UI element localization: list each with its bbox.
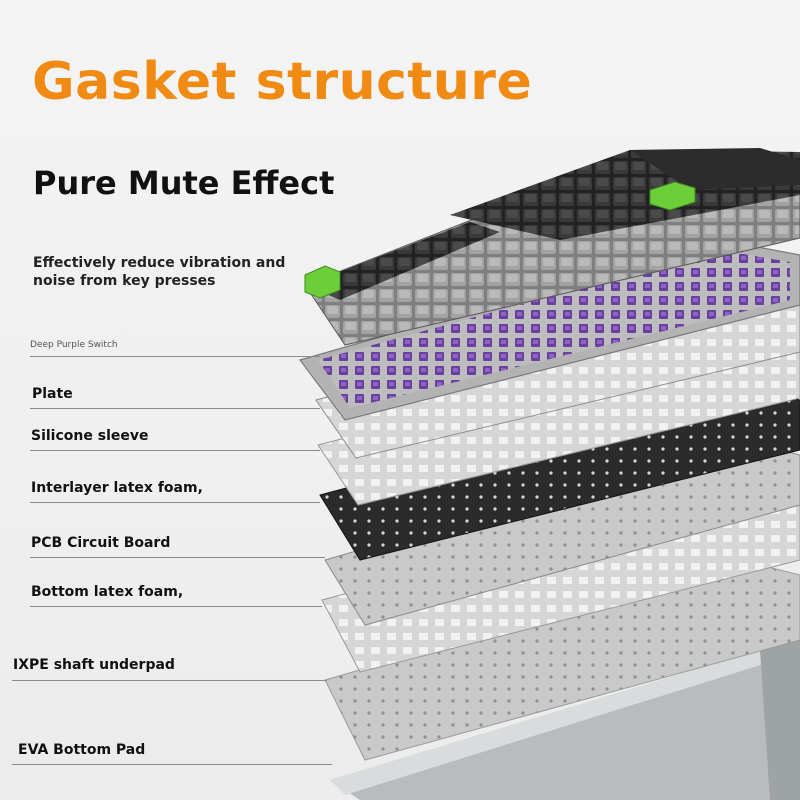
leader-line-plate bbox=[30, 408, 320, 409]
layer-label-bottom-foam: Bottom latex foam, bbox=[31, 584, 184, 600]
layer-label-plate: Plate bbox=[32, 386, 73, 402]
layer-label-silicone-sleeve: Silicone sleeve bbox=[31, 428, 149, 444]
leader-line-pcb bbox=[30, 557, 325, 558]
layer-label-switch: Deep Purple Switch bbox=[30, 340, 118, 350]
layer-label-ixpe: IXPE shaft underpad bbox=[13, 657, 175, 673]
layer-label-pcb: PCB Circuit Board bbox=[31, 535, 171, 551]
leader-line-eva bbox=[12, 764, 332, 765]
page-title: Gasket structure bbox=[32, 52, 533, 112]
eva-bottom-pad-layer bbox=[330, 640, 800, 800]
leader-line-switch bbox=[30, 356, 320, 357]
leader-line-silicone-sleeve bbox=[30, 450, 320, 451]
page-subtitle: Pure Mute Effect bbox=[33, 164, 335, 202]
leader-line-ixpe bbox=[12, 680, 327, 681]
leader-line-interlayer-foam bbox=[30, 502, 320, 503]
layer-label-eva: EVA Bottom Pad bbox=[18, 742, 146, 758]
description-text: Effectively reduce vibration and noise f… bbox=[33, 255, 286, 289]
keycaps-layer bbox=[304, 148, 800, 346]
leader-line-bottom-foam bbox=[30, 606, 322, 607]
layer-label-interlayer-foam: Interlayer latex foam, bbox=[31, 480, 203, 496]
